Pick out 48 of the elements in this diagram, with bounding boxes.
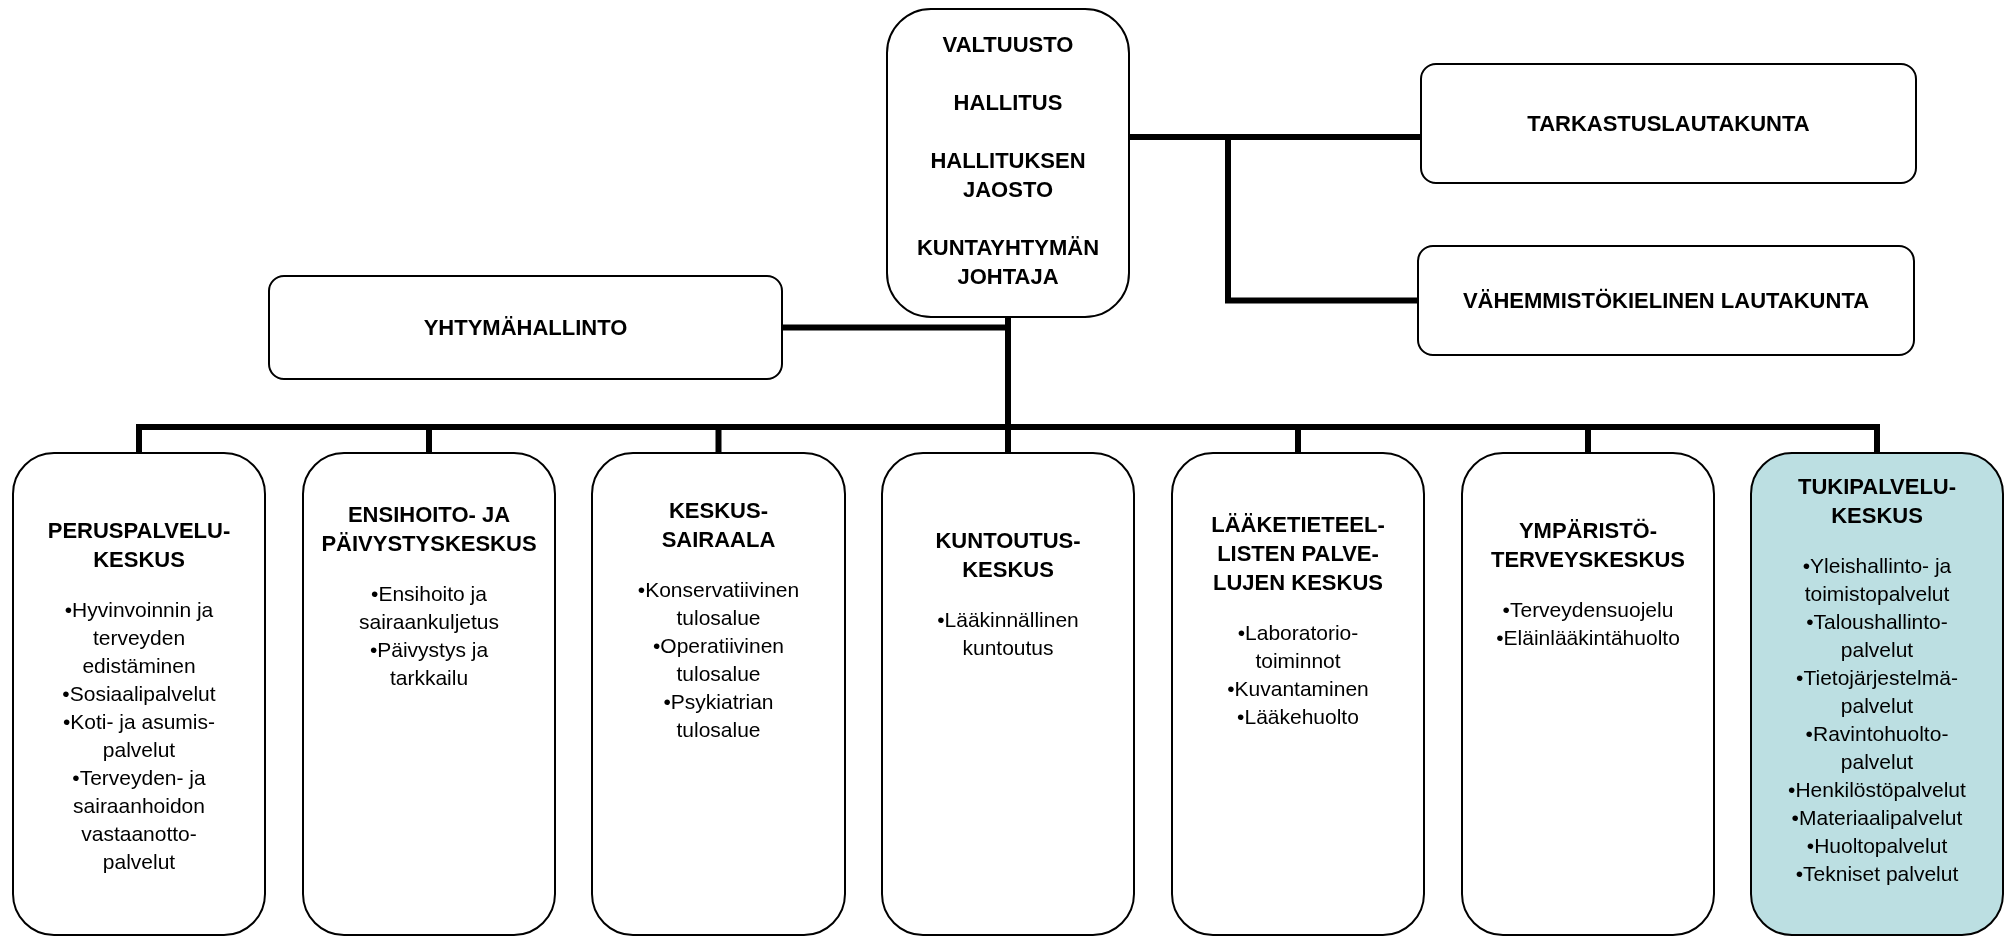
bullet-item: •Terveydensuojelu: [1502, 597, 1674, 623]
bullet-item: •Lääkinnällinen kuntoutus: [936, 607, 1080, 661]
org-box: [591, 452, 846, 936]
bullet-item: •Huoltopalvelut: [1806, 833, 1948, 859]
org-box: [1461, 452, 1715, 936]
unit-title: KESKUS- SAIRAALA: [660, 497, 777, 554]
bullet-item: •Eläinlääkintähuolto: [1496, 625, 1680, 651]
unit-title: VALTUUSTO: [942, 31, 1074, 59]
bullet-item: •Päivystys ja tarkkailu: [368, 637, 490, 691]
bullet-item: •Psykiatrian tulosalue: [662, 689, 775, 743]
unit-title: TARKASTUSLAUTAKUNTA: [1527, 110, 1810, 137]
bullet-item: •Tekniset palvelut: [1795, 861, 1959, 887]
bullet-item: •Operatiivinen tulosalue: [651, 633, 786, 687]
org-box: [302, 452, 556, 936]
bullet-item: •Konservatiivinen tulosalue: [636, 577, 801, 631]
org-box: [881, 452, 1135, 936]
bullet-item: •Ensihoito ja sairaankuljetus: [357, 581, 501, 635]
unit-title: KUNTAYHTYMÄN JOHTAJA: [915, 234, 1101, 291]
bullet-item: •Materiaalipalvelut: [1791, 805, 1963, 831]
org-box: [1750, 452, 2004, 936]
org-box: [886, 8, 1130, 318]
bullet-item: •Lääkehuolto: [1237, 704, 1359, 730]
unit-title: KUNTOUTUS- KESKUS: [934, 527, 1082, 584]
unit-title: PERUSPALVELU- KESKUS: [46, 517, 232, 574]
unit-title: VÄHEMMISTÖKIELINEN LAUTAKUNTA: [1462, 287, 1870, 314]
bullet-item: •Taloushallinto- palvelut: [1805, 609, 1949, 663]
bullet-item: •Tietojärjestelmä- palvelut: [1795, 665, 1959, 719]
bullet-item: •Yleishallinto- ja toimistopalvelut: [1801, 553, 1953, 607]
org-box: [1171, 452, 1425, 936]
unit-title: TUKIPALVELU- KESKUS: [1796, 473, 1958, 530]
org-box: [268, 275, 783, 380]
unit-title: HALLITUKSEN JAOSTO: [929, 147, 1087, 204]
org-box: [1420, 63, 1917, 184]
bullet-item: •Sosiaalipalvelut: [62, 681, 216, 707]
bullet-item: •Kuvantaminen: [1227, 676, 1369, 702]
org-box: [1417, 245, 1915, 356]
bullet-item: •Ravintohuolto- palvelut: [1804, 721, 1950, 775]
unit-title: YHTYMÄHALLINTO: [423, 314, 628, 341]
org-box: [12, 452, 266, 936]
bullet-item: •Terveyden- ja sairaanhoidon vastaanotto- palvelut: [71, 765, 207, 875]
unit-title: HALLITUS: [953, 89, 1063, 117]
bullet-item: •Koti- ja asumis- palvelut: [61, 709, 217, 763]
unit-title: LÄÄKETIETEEL- LISTEN PALVE- LUJEN KESKUS: [1210, 511, 1386, 597]
bullet-item: •Hyvinvoinnin ja terveyden edistäminen: [63, 597, 215, 679]
unit-title: ENSIHOITO- JA PÄIVYSTYSKESKUS: [320, 501, 538, 558]
bullet-item: •Henkilöstöpalvelut: [1788, 777, 1966, 803]
bullet-item: •Laboratorio- toiminnot: [1236, 620, 1360, 674]
unit-title: YMPÄRISTÖ- TERVEYSKESKUS: [1490, 517, 1686, 574]
